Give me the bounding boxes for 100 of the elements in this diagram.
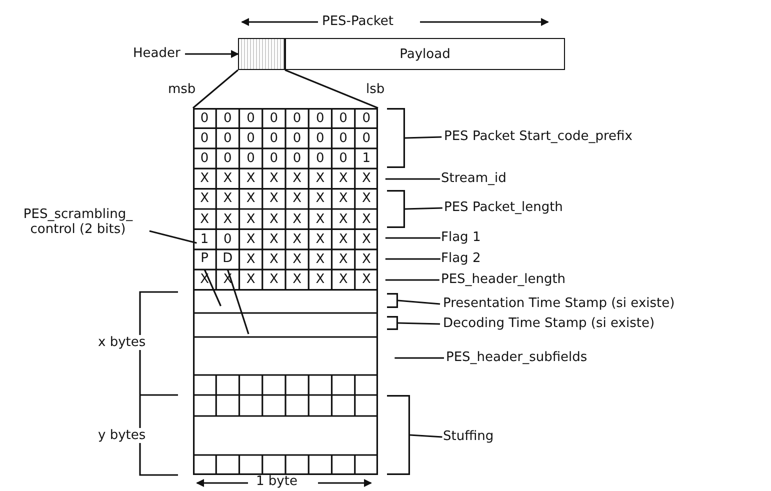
bit-value: X — [268, 170, 280, 188]
bit-value: X — [199, 210, 210, 228]
bit-value: 0 — [315, 110, 326, 127]
bit-value: X — [314, 170, 326, 188]
bit-value: X — [292, 230, 303, 248]
bit-value: 0 — [361, 110, 372, 127]
bit-value: X — [338, 190, 349, 208]
dimension-label: PES-Packet — [322, 14, 394, 29]
bit-value: 0 — [338, 110, 348, 127]
header-box — [238, 38, 285, 70]
field-label: PES Packet_length — [444, 200, 604, 215]
bit-value: 0 — [338, 150, 348, 168]
field-label: PES_header_subfields — [446, 350, 646, 365]
field-label: PES Packet Start_code_prefix — [444, 129, 684, 144]
bit-value: X — [338, 210, 349, 228]
bit-value: 0 — [246, 150, 256, 168]
leader-line — [404, 136, 442, 139]
bit-value: X — [245, 271, 256, 288]
bit-value: 0 — [268, 150, 280, 168]
leader-line — [385, 237, 440, 239]
bit-value: X — [314, 250, 326, 268]
bit-value: X — [360, 271, 372, 288]
arrow — [185, 50, 239, 58]
bit-value: X — [314, 230, 326, 248]
bit-value: X — [360, 230, 372, 248]
bracket — [387, 293, 398, 308]
bit-value: X — [292, 190, 303, 208]
bit-value: X — [314, 190, 326, 208]
field-label: PES_header_length — [441, 272, 601, 287]
bit-value: X — [360, 210, 372, 228]
bit-value: 0 — [268, 110, 280, 127]
bit-value: X — [314, 210, 326, 228]
bit-value: 0 — [199, 110, 210, 127]
leader-line — [398, 322, 440, 325]
leader-line — [192, 69, 239, 109]
bit-value: 0 — [199, 150, 210, 168]
callout-label: PES_scrambling_ control (2 bits) — [2, 207, 154, 237]
leader-line — [226, 269, 250, 334]
field-label: Flag 2 — [441, 251, 501, 266]
bit-value: X — [338, 271, 349, 288]
bit-value: X — [292, 170, 303, 188]
bit-value: X — [292, 271, 303, 288]
bit-value: X — [245, 210, 256, 228]
leader-line — [204, 269, 222, 306]
field-label: Flag 1 — [441, 230, 501, 245]
bit-value: 1 — [361, 150, 372, 168]
field-label: Stuffing — [443, 429, 523, 444]
bit-value: X — [245, 170, 256, 188]
bit-value: 0 — [338, 130, 348, 147]
bit-value: X — [292, 210, 303, 228]
bracket — [387, 316, 398, 330]
bit-value: X — [268, 250, 280, 268]
bit-value: 0 — [292, 150, 302, 168]
bit-value: X — [268, 210, 280, 228]
bit-value: 0 — [315, 130, 326, 147]
bit-value: X — [338, 250, 349, 268]
bit-value: 0 — [246, 130, 256, 147]
bit-value: 0 — [268, 130, 280, 147]
bit-value: X — [199, 170, 210, 188]
bit-value: 0 — [222, 150, 233, 168]
leader-line — [394, 357, 444, 359]
bit-value: X — [268, 230, 280, 248]
leader-line — [149, 230, 197, 244]
bit-value: X — [222, 210, 234, 228]
bit-value: X — [338, 170, 349, 188]
bit-value: X — [222, 190, 234, 208]
leader-line — [385, 258, 440, 260]
field-label: Presentation Time Stamp (si existe) — [443, 296, 743, 311]
bit-value: D — [217, 250, 238, 269]
bit-value: P — [194, 250, 216, 269]
bit-value: X — [338, 230, 349, 248]
payload-box: Payload — [285, 38, 565, 70]
bit-value: 0 — [292, 130, 302, 147]
bit-value: 0 — [246, 110, 256, 127]
bit-value: 0 — [222, 130, 233, 147]
bit-value: X — [360, 190, 372, 208]
bit-value: X — [245, 190, 256, 208]
bit-value: X — [314, 271, 326, 288]
bit-value: 1 — [199, 230, 210, 248]
bit-value: 0 — [222, 110, 233, 127]
bit-value: X — [268, 190, 280, 208]
leader-line — [385, 178, 440, 180]
bit-value: X — [199, 190, 210, 208]
bit-value: 0 — [222, 230, 233, 248]
bit-value: 0 — [199, 130, 210, 147]
bit-value: 0 — [315, 150, 326, 168]
field-label: Stream_id — [441, 171, 541, 186]
bracket — [387, 395, 410, 475]
bit-value: X — [268, 271, 280, 288]
bit-order-label: msb — [168, 82, 196, 97]
bit-value: X — [292, 250, 303, 268]
bit-value: X — [360, 250, 372, 268]
field-label: Decoding Time Stamp (si existe) — [443, 316, 743, 331]
bit-order-label: lsb — [366, 82, 385, 97]
leader-line — [284, 69, 378, 109]
leader-line — [398, 300, 440, 305]
bracket — [387, 190, 405, 228]
leader-line — [385, 279, 440, 281]
leader-line — [410, 434, 442, 438]
bit-table — [193, 108, 378, 475]
